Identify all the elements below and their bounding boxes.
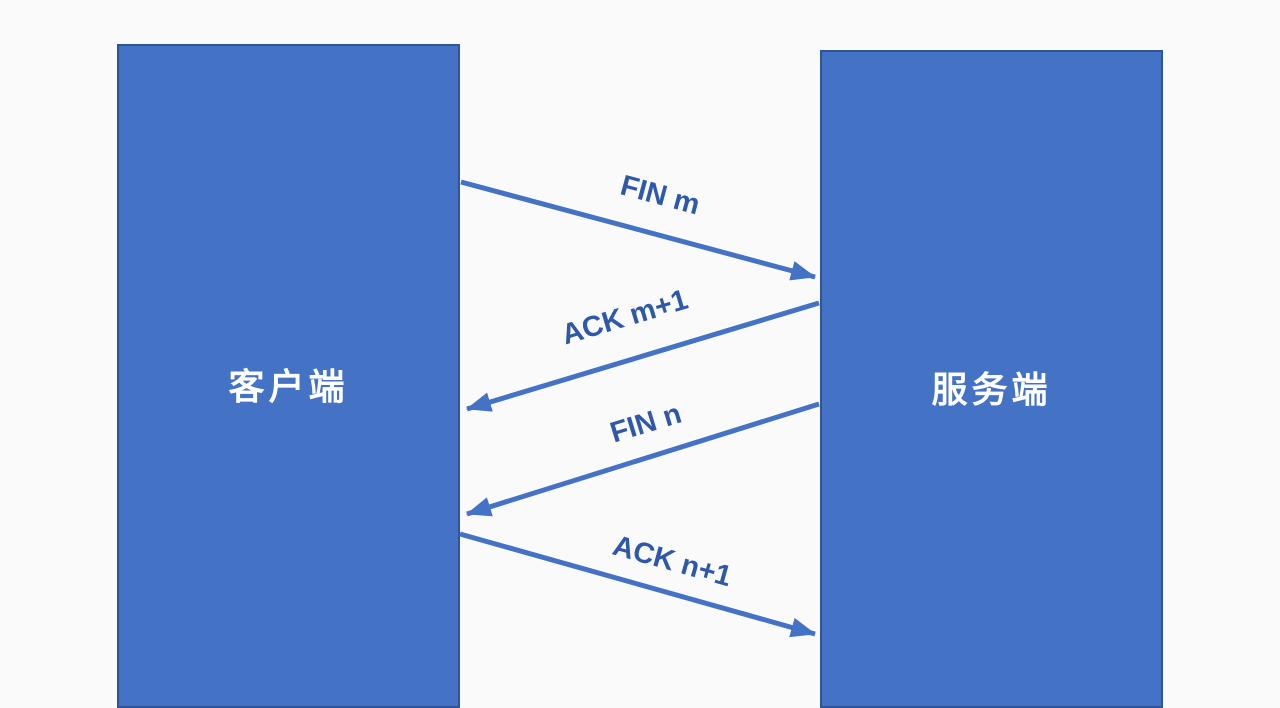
server-node-label: 服务端 — [931, 369, 1052, 410]
message-label-fin-n: FIN n — [606, 397, 686, 450]
client-node-box: 客户端 — [117, 44, 460, 708]
message-label-ack-m-plus-1: ACK m+1 — [558, 283, 692, 352]
message-label-ack-n-plus-1: ACK n+1 — [609, 529, 736, 594]
server-node-box: 服务端 — [820, 50, 1163, 708]
message-label-fin-m: FIN m — [617, 169, 704, 222]
client-node-label: 客户端 — [228, 366, 349, 407]
